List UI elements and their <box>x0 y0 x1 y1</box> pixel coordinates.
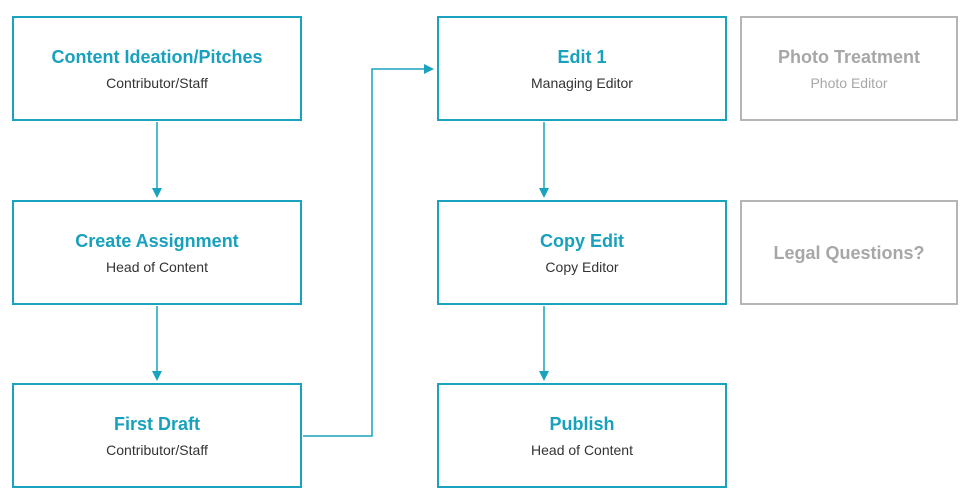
box-copy-edit: Copy Edit Copy Editor <box>437 200 727 305</box>
box-photo-treatment: Photo Treatment Photo Editor <box>740 16 958 121</box>
box-role: Contributor/Staff <box>106 441 208 458</box>
box-first-draft: First Draft Contributor/Staff <box>12 383 302 488</box>
box-role: Photo Editor <box>810 74 888 91</box>
box-title: First Draft <box>113 413 200 434</box>
box-role: Head of Content <box>106 258 208 275</box>
box-role: Head of Content <box>531 441 633 458</box>
box-legal-questions: Legal Questions? <box>740 200 958 305</box>
box-title: Content Ideation/Pitches <box>51 46 263 67</box>
box-role: Managing Editor <box>531 74 633 91</box>
box-content-ideation: Content Ideation/Pitches Contributor/Sta… <box>12 16 302 121</box>
box-title: Create Assignment <box>75 230 239 251</box>
box-edit-1: Edit 1 Managing Editor <box>437 16 727 121</box>
box-title: Edit 1 <box>557 46 607 67</box>
box-title: Publish <box>549 413 615 434</box>
box-create-assignment: Create Assignment Head of Content <box>12 200 302 305</box>
box-publish: Publish Head of Content <box>437 383 727 488</box>
box-role: Contributor/Staff <box>106 74 208 91</box>
box-title: Photo Treatment <box>777 46 920 67</box>
arrow-draft-to-edit1 <box>303 64 434 437</box>
box-title: Legal Questions? <box>773 242 925 263</box>
box-title: Copy Edit <box>540 230 624 251</box>
box-role: Copy Editor <box>545 258 619 275</box>
